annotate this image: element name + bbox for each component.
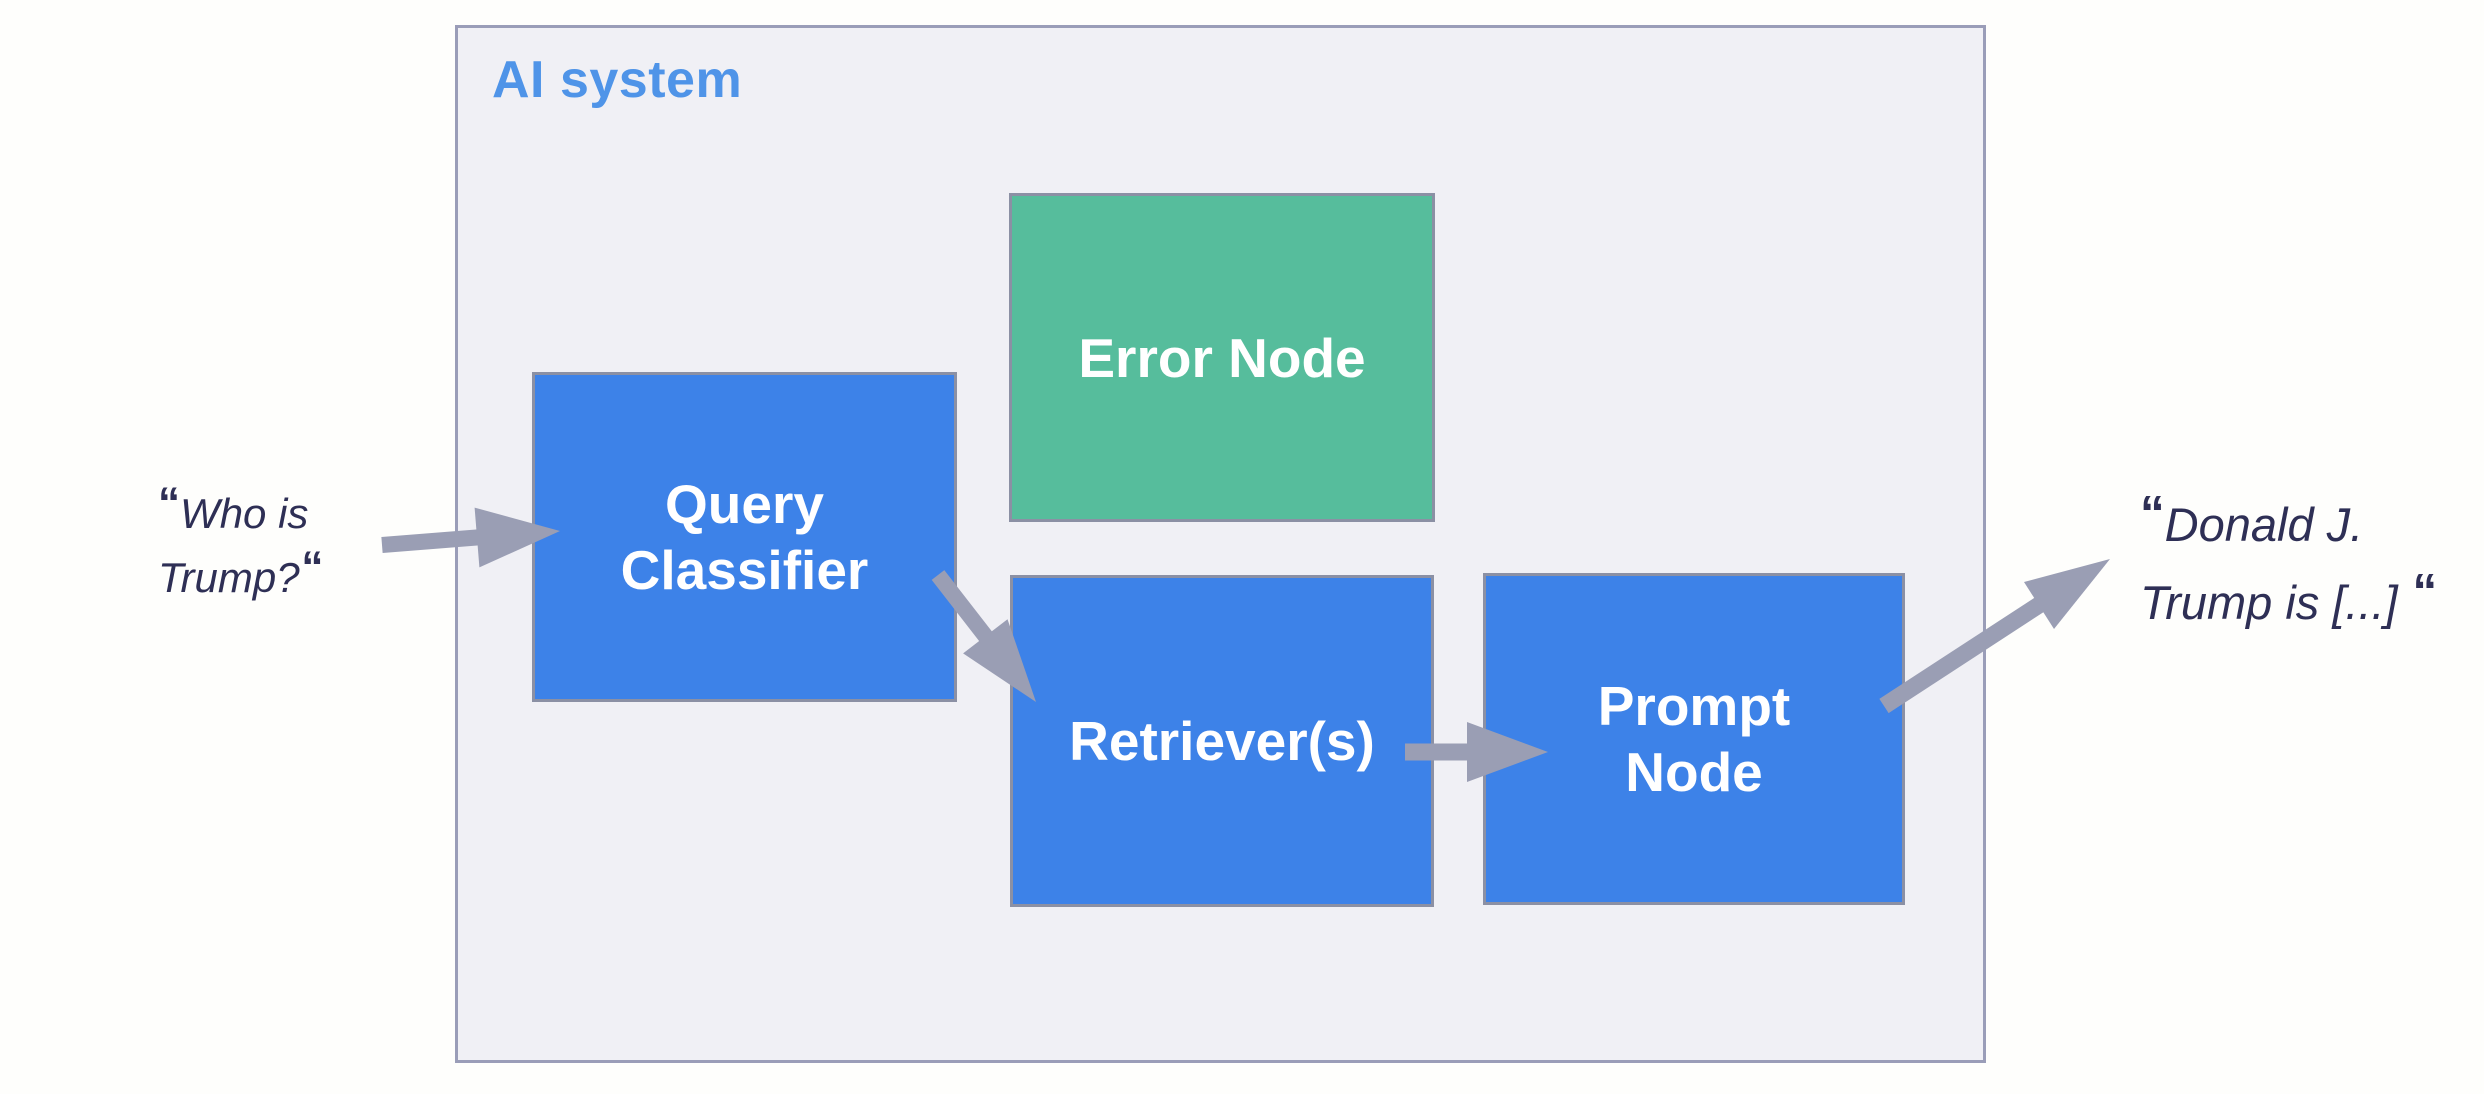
open-quote-mark: “ [2140, 486, 2165, 542]
node-label-line: Node [1625, 741, 1763, 803]
output-quote: “Donald J. Trump is [...]“ [2140, 486, 2437, 642]
node-retrievers: Retriever(s) [1010, 575, 1434, 907]
open-quote-mark: “ [158, 479, 181, 529]
node-prompt-node: Prompt Node [1483, 573, 1905, 905]
ai-system-title: AI system [492, 51, 743, 109]
close-quote-mark: “ [2412, 564, 2438, 620]
node-retrievers-label: Retriever(s) [1069, 708, 1375, 774]
node-error-node-label: Error Node [1078, 325, 1365, 391]
output-quote-text1: Donald J. [2164, 498, 2364, 551]
node-label-line: Retriever(s) [1069, 710, 1375, 772]
node-error-node: Error Node [1009, 193, 1435, 522]
node-prompt-node-label: Prompt Node [1598, 673, 1791, 805]
input-quote-line2: Trump?“ [158, 543, 324, 610]
node-label-line: Classifier [620, 539, 869, 601]
input-quote: “Who is Trump?“ [158, 479, 324, 610]
node-label-line: Error Node [1078, 326, 1366, 389]
node-label-line: Prompt [1597, 675, 1791, 737]
output-quote-line2: Trump is [...] “ [2140, 564, 2437, 642]
node-query-classifier-label: Query Classifier [621, 471, 869, 603]
output-quote-line1: “Donald J. [2140, 486, 2437, 564]
node-query-classifier: Query Classifier [532, 372, 957, 702]
input-quote-text2: Trump? [158, 554, 300, 601]
input-quote-text1: Who is [180, 490, 309, 537]
output-quote-text2: Trump is [...] [2140, 576, 2398, 629]
close-quote-mark: “ [301, 543, 324, 593]
node-label-line: Query [665, 473, 824, 535]
input-quote-line1: “Who is [158, 479, 323, 546]
